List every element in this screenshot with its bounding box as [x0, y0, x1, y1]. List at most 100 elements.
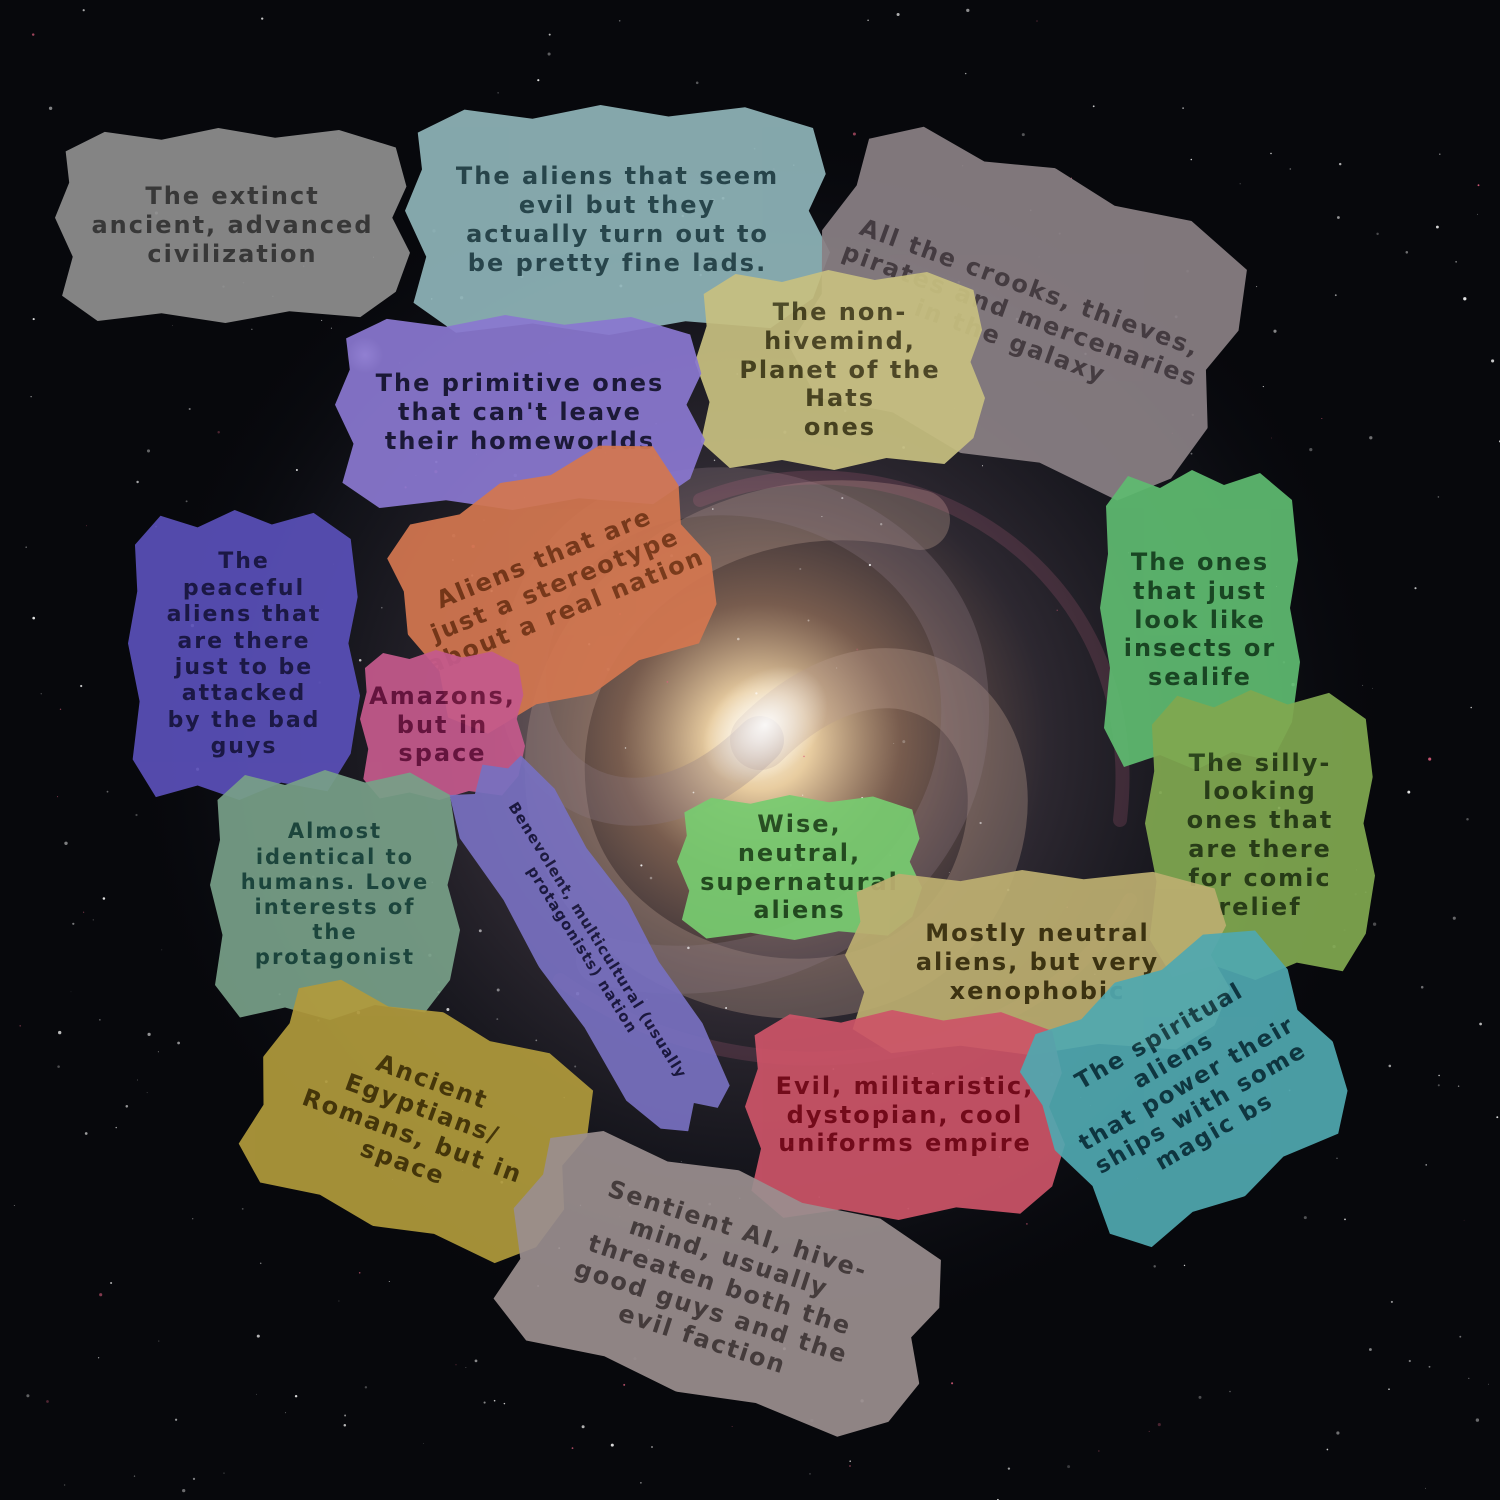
star	[1309, 448, 1313, 452]
star	[57, 796, 59, 798]
star	[161, 949, 163, 951]
star	[185, 500, 188, 503]
region-planet-of-hats: The non-hivemind, Planet of the Hats one…	[695, 270, 985, 470]
star	[483, 1401, 486, 1404]
star	[1326, 1448, 1329, 1451]
star	[867, 19, 869, 22]
star	[979, 821, 982, 825]
star	[623, 1383, 626, 1386]
star	[478, 929, 482, 933]
star	[192, 1218, 194, 1220]
region-almost-human: Almost identical to humans. Love interes…	[210, 770, 460, 1020]
star	[157, 1051, 159, 1053]
star	[46, 1400, 49, 1403]
star	[496, 1018, 499, 1021]
star	[125, 1105, 129, 1108]
star	[680, 1160, 682, 1163]
star	[1425, 1164, 1427, 1166]
star	[547, 52, 551, 56]
star	[19, 1025, 21, 1027]
star	[574, 1065, 577, 1068]
star	[364, 1386, 368, 1389]
star	[135, 813, 138, 817]
star	[106, 790, 109, 793]
star	[80, 684, 83, 688]
star	[687, 946, 690, 950]
star	[651, 1446, 653, 1448]
star	[1270, 437, 1273, 439]
star	[57, 1065, 60, 1068]
star	[1270, 152, 1272, 155]
star	[285, 1412, 287, 1414]
star	[474, 1359, 478, 1363]
star	[1036, 20, 1038, 22]
star	[84, 1132, 88, 1135]
star	[294, 1394, 298, 1398]
star	[188, 407, 191, 411]
star	[1438, 1074, 1440, 1077]
star	[1475, 1418, 1480, 1422]
star	[1056, 609, 1058, 611]
star	[571, 1447, 574, 1449]
star	[725, 1007, 728, 1009]
star	[624, 747, 627, 749]
star	[640, 1482, 642, 1484]
star	[99, 1293, 103, 1297]
star	[182, 1488, 186, 1493]
region-label: The ones that just look like insects or …	[1123, 548, 1277, 692]
star	[1344, 1218, 1346, 1221]
star	[503, 1402, 506, 1405]
star	[841, 497, 844, 500]
star	[32, 318, 35, 321]
star	[136, 480, 139, 484]
star	[223, 1472, 225, 1474]
star	[581, 1425, 585, 1429]
star	[1338, 162, 1342, 166]
star	[1334, 294, 1337, 297]
star	[26, 1394, 30, 1398]
star	[115, 1126, 117, 1129]
star	[64, 841, 68, 845]
star	[1452, 916, 1456, 920]
star	[695, 81, 699, 85]
star	[388, 1280, 390, 1283]
star	[1067, 1465, 1071, 1469]
star	[82, 9, 85, 12]
star	[537, 79, 540, 82]
star	[1439, 153, 1441, 155]
star	[343, 1423, 347, 1427]
region-label: Wise, neutral, supernatural aliens	[700, 809, 899, 925]
star	[1148, 1430, 1150, 1432]
star	[259, 1262, 262, 1265]
star	[40, 693, 42, 695]
star	[1479, 1022, 1482, 1026]
star	[981, 465, 984, 467]
star	[1468, 1377, 1470, 1380]
star	[1388, 1388, 1390, 1391]
star	[1420, 985, 1424, 989]
region-label: The silly- looking ones that are there f…	[1186, 748, 1334, 921]
star	[1463, 297, 1467, 301]
star	[455, 1364, 457, 1366]
star	[802, 794, 804, 796]
region-label: Amazons, but in space	[369, 681, 516, 768]
star	[1459, 1335, 1462, 1338]
star	[1470, 706, 1472, 709]
star	[25, 546, 28, 548]
star	[1405, 251, 1409, 254]
star	[1457, 1085, 1460, 1087]
star	[1372, 687, 1373, 689]
star	[1372, 922, 1377, 926]
star	[83, 911, 85, 913]
region-primitive-aliens: The primitive ones that can't leave thei…	[335, 315, 705, 510]
star	[902, 740, 906, 744]
star	[951, 1382, 954, 1385]
star	[330, 327, 332, 329]
star	[13, 1205, 15, 1206]
star	[948, 872, 950, 873]
star	[964, 72, 967, 75]
star	[1388, 1064, 1392, 1068]
star	[1477, 184, 1480, 187]
region-label: The aliens that seem evil but they actua…	[455, 162, 780, 277]
star	[133, 1475, 136, 1477]
